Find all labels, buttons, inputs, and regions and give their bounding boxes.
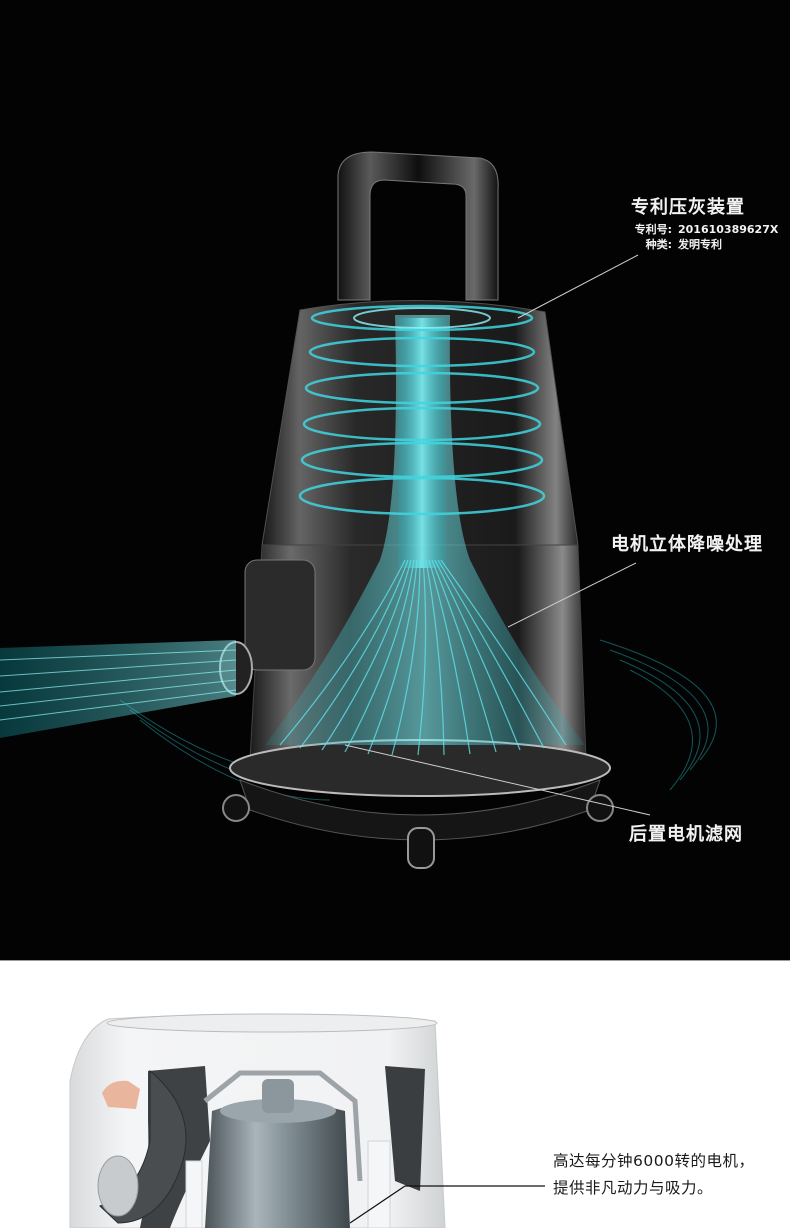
hero-product-render: 专利压灰装置 专利号: 201610389627X 种类: 发明专利 电机立体降… [0,0,790,961]
rear-motor-filter-label: 后置电机滤网 [629,824,743,845]
motor-caption-line1: 高达每分钟6000转的电机， [553,1152,755,1170]
motor-cutaway-illustration [69,1013,545,1228]
caption-leader-line [349,1185,545,1224]
patent-type-row: 种类: 发明专利 [620,237,778,252]
patent-number-key: 专利号: [634,223,672,236]
motor-cutaway-section: 高达每分钟6000转的电机， 提供非凡动力与吸力。 [0,961,790,1228]
motor-noise-reduction-label: 电机立体降噪处理 [611,534,763,555]
callout-leader-lines [344,254,651,816]
patent-number-value: 201610389627X [678,223,779,236]
motor-caption: 高达每分钟6000转的电机， 提供非凡动力与吸力。 [553,1148,754,1202]
vacuum-airflow-illustration [0,151,717,869]
patent-type-key: 种类: [645,238,672,251]
patent-number-row: 专利号: 201610389627X [620,222,779,237]
patent-type-value: 发明专利 [678,238,722,251]
motor-caption-line2: 提供非凡动力与吸力。 [553,1179,714,1197]
patent-dust-compression-title: 专利压灰装置 [631,197,745,218]
patent-meta: 专利号: 201610389627X 种类: 发明专利 [620,222,779,252]
